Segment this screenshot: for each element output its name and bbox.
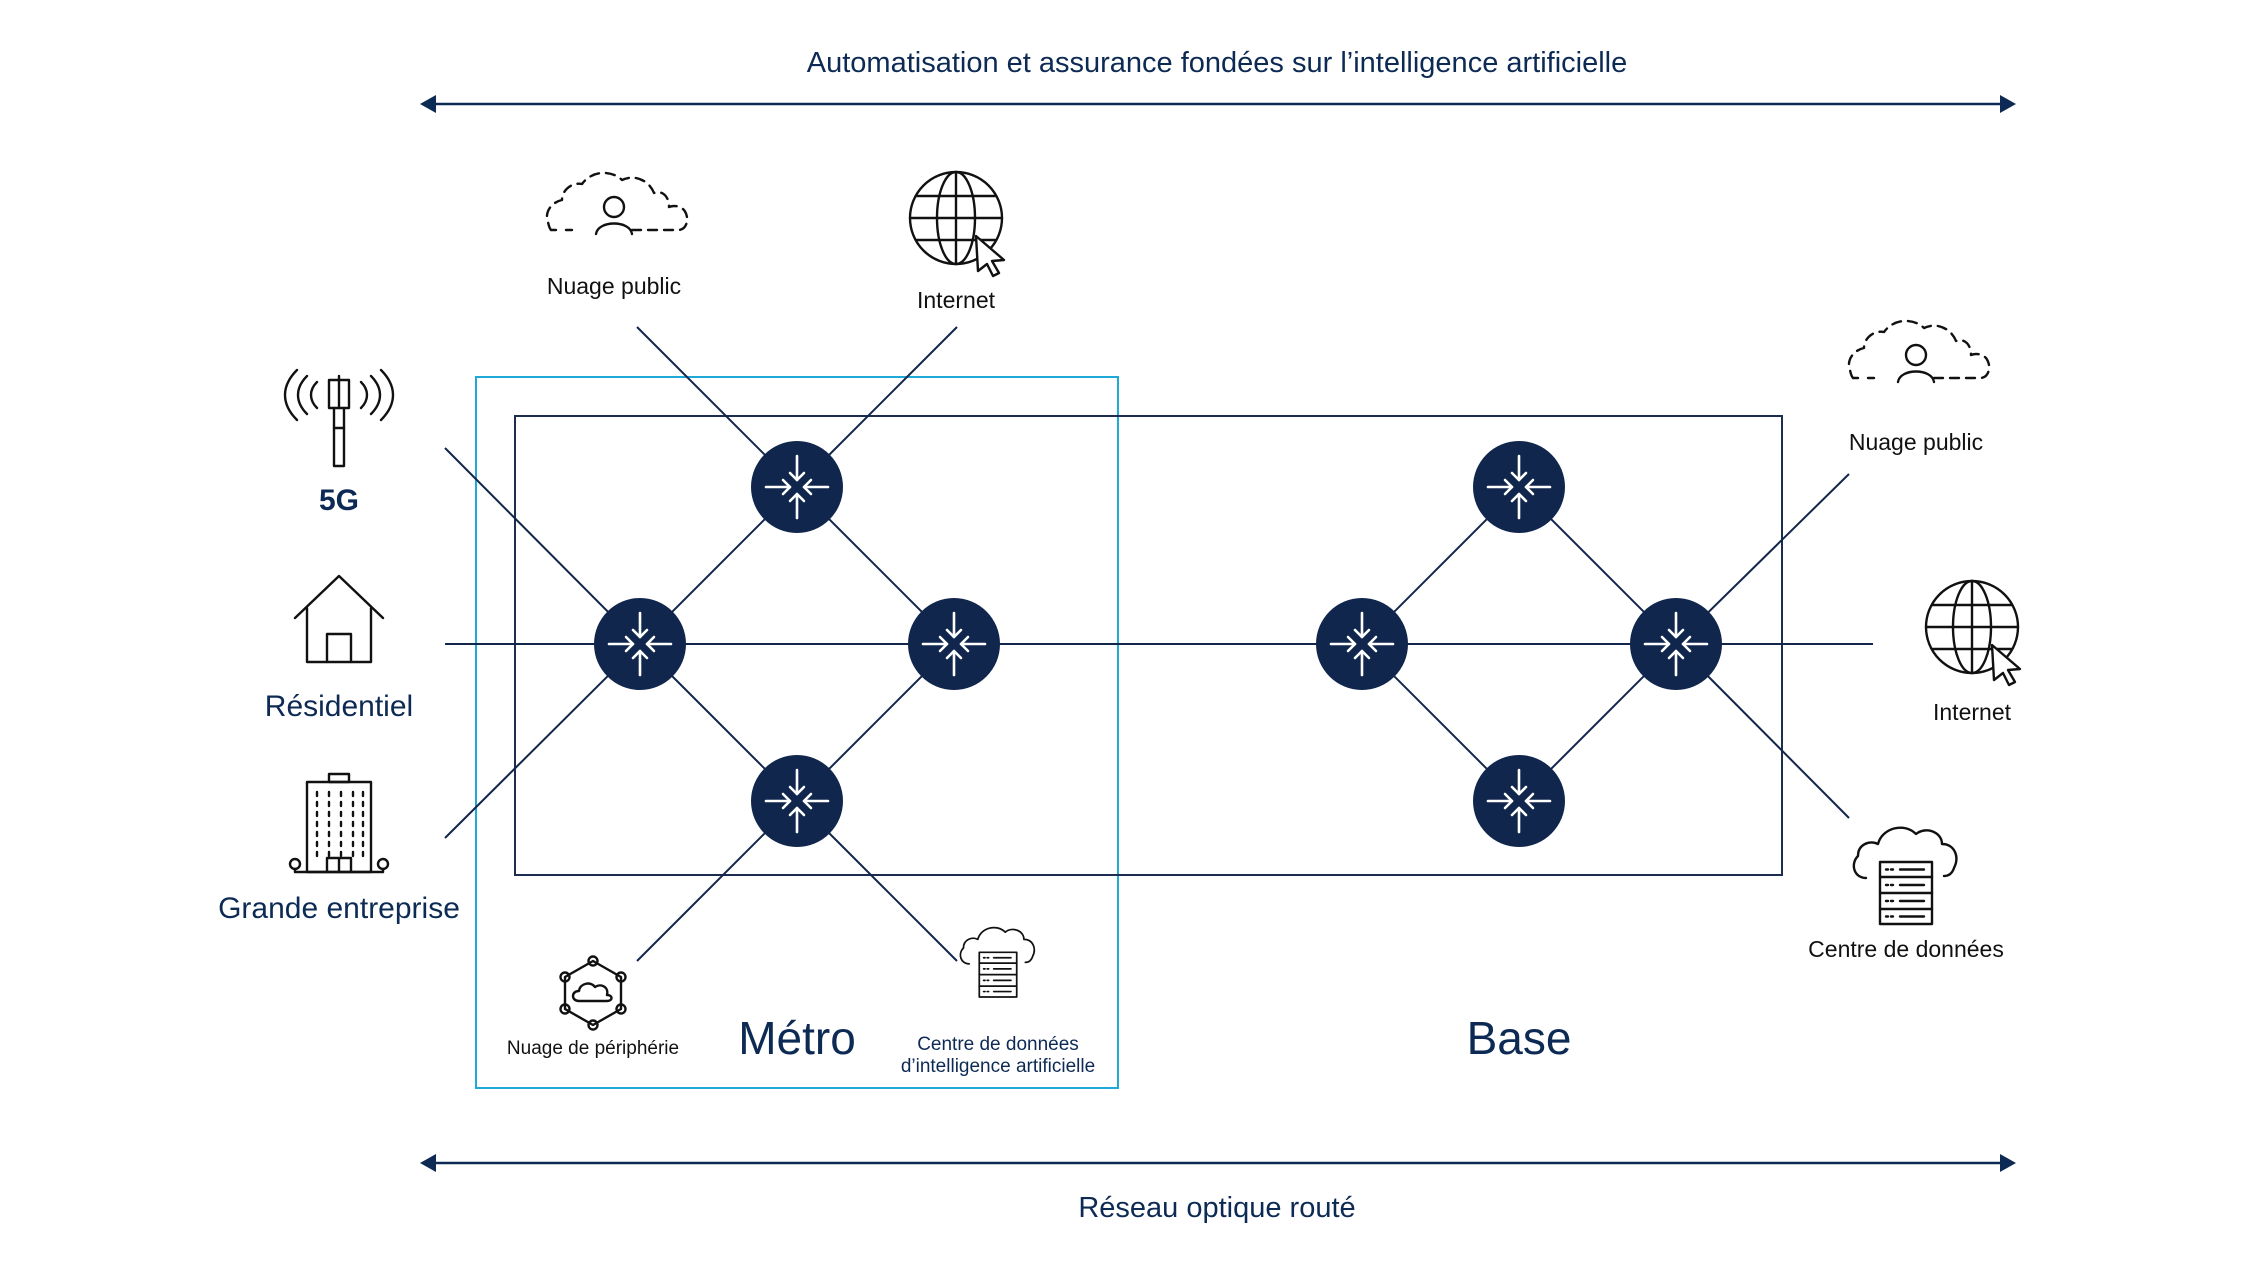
bottom-banner-title: Réseau optique routé [1078,1192,1355,1224]
label-metro-public-cloud: Nuage public [547,273,681,299]
public-cloud-user-icon [1847,319,1991,384]
label-5g: 5G [319,484,359,517]
signal-tower-icon [283,368,395,468]
region-label-base: Base [1467,1012,1572,1064]
top-double-arrow [420,95,2016,113]
cloud-server-icon [959,926,1036,998]
label-residential: Résidentiel [265,690,413,723]
metro-router-left [592,596,688,692]
metro-router-top [749,439,845,535]
base-router-left [1314,596,1410,692]
base-router-top [1471,439,1567,535]
label-ai-datacenter-line1: Centre de données [917,1034,1079,1055]
public-cloud-user-icon [545,171,689,236]
metro-router-bottom [749,753,845,849]
base-router-right [1628,596,1724,692]
cloud-server-icon [1852,826,1958,926]
label-enterprise: Grande entreprise [218,892,460,925]
office-building-icon [288,772,390,874]
region-label-metro: Métro [738,1012,856,1064]
metro-router-right [906,596,1002,692]
label-base-internet: Internet [1933,699,2012,725]
label-base-datacenter: Centre de données [1808,936,2004,962]
bottom-double-arrow [420,1154,2016,1172]
house-icon [293,574,385,664]
network-frame [514,415,1783,876]
globe-cursor-icon [908,170,1006,278]
label-ai-datacenter-line2: d’intelligence artificielle [901,1056,1095,1077]
label-base-public-cloud: Nuage public [1849,429,1983,455]
label-edge-cloud: Nuage de périphérie [507,1038,679,1059]
top-banner-title: Automatisation et assurance fondées sur … [807,47,1628,79]
metro-frame [475,376,1119,1089]
edge-cloud-hexagon-icon [559,955,627,1031]
label-metro-internet: Internet [917,287,996,313]
globe-cursor-icon [1924,579,2022,687]
base-router-bottom [1471,753,1567,849]
